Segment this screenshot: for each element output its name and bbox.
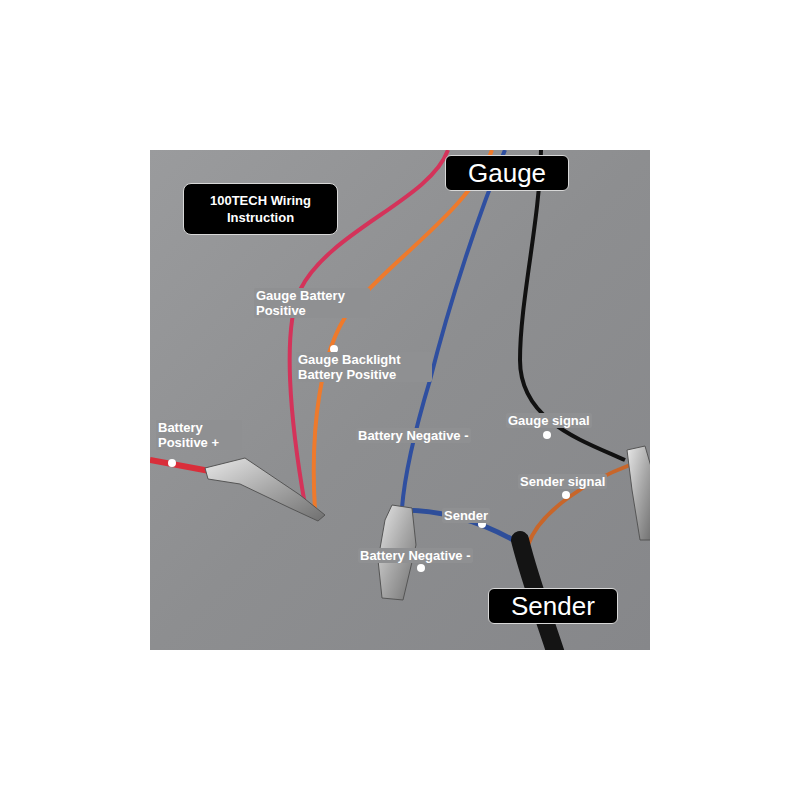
title-box: 100TECH Wiring Instruction <box>183 183 338 235</box>
sender-box: Sender <box>488 588 618 624</box>
wire-label: Battery Negative - <box>356 428 471 443</box>
blue-wire <box>402 150 505 508</box>
wire-label: Battery Positive + <box>156 420 242 450</box>
orange-wire <box>314 150 492 510</box>
wire-label: Gauge Battery Positive <box>254 288 370 318</box>
alligator-clip <box>205 458 325 521</box>
box-text: 100TECH Wiring Instruction <box>194 192 327 226</box>
wire-label: Sender signal <box>518 474 607 489</box>
alligator-clip <box>627 446 650 540</box>
box-text: Gauge <box>468 157 546 189</box>
box-text: Sender <box>511 590 595 622</box>
gauge-box: Gauge <box>445 155 569 191</box>
wire-label: Battery Negative - <box>358 548 473 563</box>
wire-label: Gauge signal <box>506 413 592 428</box>
wire-label: Gauge Backlight Battery Positive <box>296 352 432 382</box>
wire-label: Sender <box>442 508 490 523</box>
